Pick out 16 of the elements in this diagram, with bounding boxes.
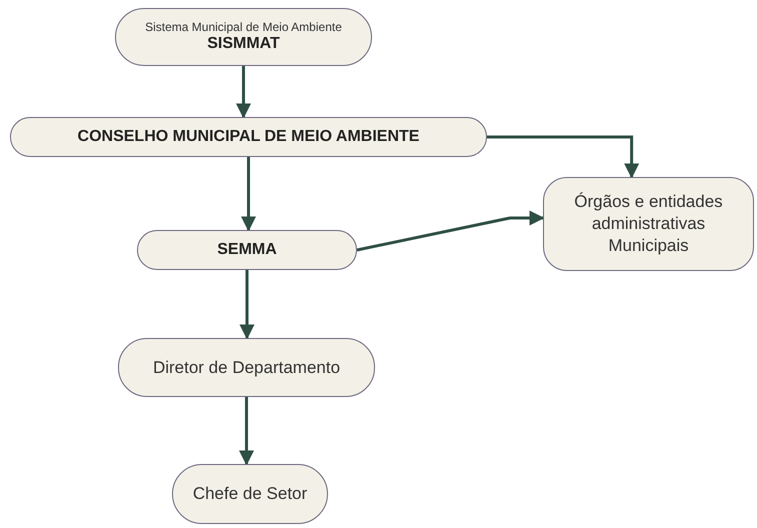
node-label: Órgãos e entidades administrativas Municipais (573, 191, 724, 257)
node-label: CONSELHO MUNICIPAL DE MEIO AMBIENTE (78, 127, 420, 147)
rounded-box (10, 117, 487, 157)
node-label: Sistema Municipal de Meio Ambiente (145, 20, 342, 34)
node-label: Chefe de Setor (192, 483, 308, 505)
arrow (487, 136, 640, 178)
node-label: Diretor de Departamento (152, 356, 340, 378)
arrow (356, 210, 544, 252)
node-label: SEMMA (217, 240, 277, 260)
arrow (241, 157, 256, 232)
arrow (236, 66, 251, 118)
rounded-box (137, 230, 357, 270)
node-title: SISMMAT (207, 34, 280, 54)
arrow (239, 397, 254, 466)
arrow (240, 270, 254, 340)
rounded-box (543, 177, 754, 271)
